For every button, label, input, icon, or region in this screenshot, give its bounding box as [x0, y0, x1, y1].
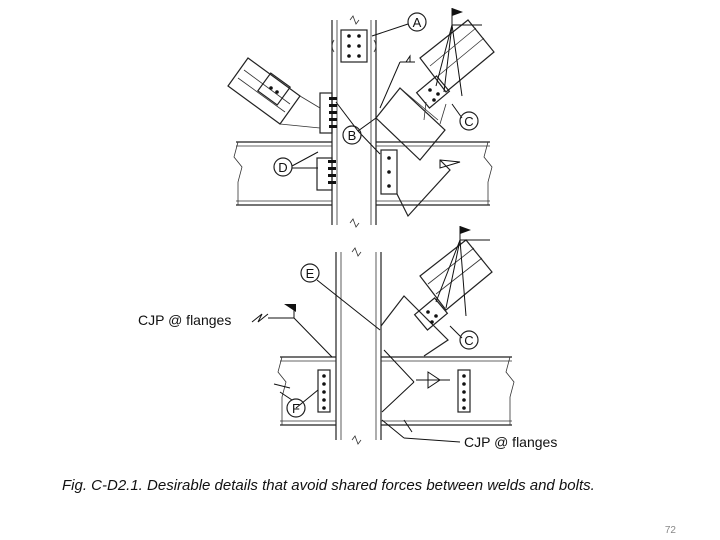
svg-text:B: B: [348, 128, 357, 143]
svg-text:A: A: [413, 15, 422, 30]
top-column: [331, 15, 377, 228]
bottom-brace: [413, 239, 493, 331]
figure-caption: Fig. C-D2.1. Desirable details that avoi…: [62, 477, 595, 494]
bottom-left-beam: [277, 356, 336, 426]
left-brace: [227, 57, 321, 129]
cjp-note-bottom: CJP @ flanges: [464, 434, 557, 450]
bottom-detail: E C F CJP @ flanges CJP @ flanges: [138, 226, 557, 450]
svg-text:C: C: [464, 333, 473, 348]
callout-c-bottom: C: [459, 330, 479, 350]
top-right-beam: [376, 141, 493, 206]
bottom-left-shear-tab: [317, 369, 331, 413]
svg-text:F: F: [292, 401, 300, 416]
callout-d: D: [273, 157, 293, 177]
right-gusset: [375, 87, 451, 218]
callout-c-top: C: [459, 111, 479, 131]
bottom-column: [335, 247, 382, 445]
page-number: 72: [664, 525, 676, 536]
top-detail: A B C D: [227, 8, 495, 228]
callout-b: B: [342, 125, 362, 145]
svg-text:D: D: [278, 160, 287, 175]
left-gusset: [319, 92, 337, 134]
top-left-beam: [233, 141, 332, 206]
bottom-right-beam: [381, 356, 515, 426]
connection-details-diagram: A B C D: [138, 8, 557, 450]
svg-text:E: E: [306, 266, 315, 281]
svg-text:C: C: [464, 114, 473, 129]
callout-f: F: [286, 398, 306, 418]
callout-a: A: [407, 12, 427, 32]
column-splice-plate: [331, 29, 377, 63]
bottom-gusset: [380, 295, 449, 357]
left-shear-tab: [316, 157, 336, 191]
cjp-note-left: CJP @ flanges: [138, 312, 231, 328]
bottom-weld-leaders: [251, 226, 490, 443]
callout-e: E: [300, 263, 320, 283]
bottom-right-shear-tab: [457, 369, 471, 413]
right-brace: [415, 19, 495, 125]
